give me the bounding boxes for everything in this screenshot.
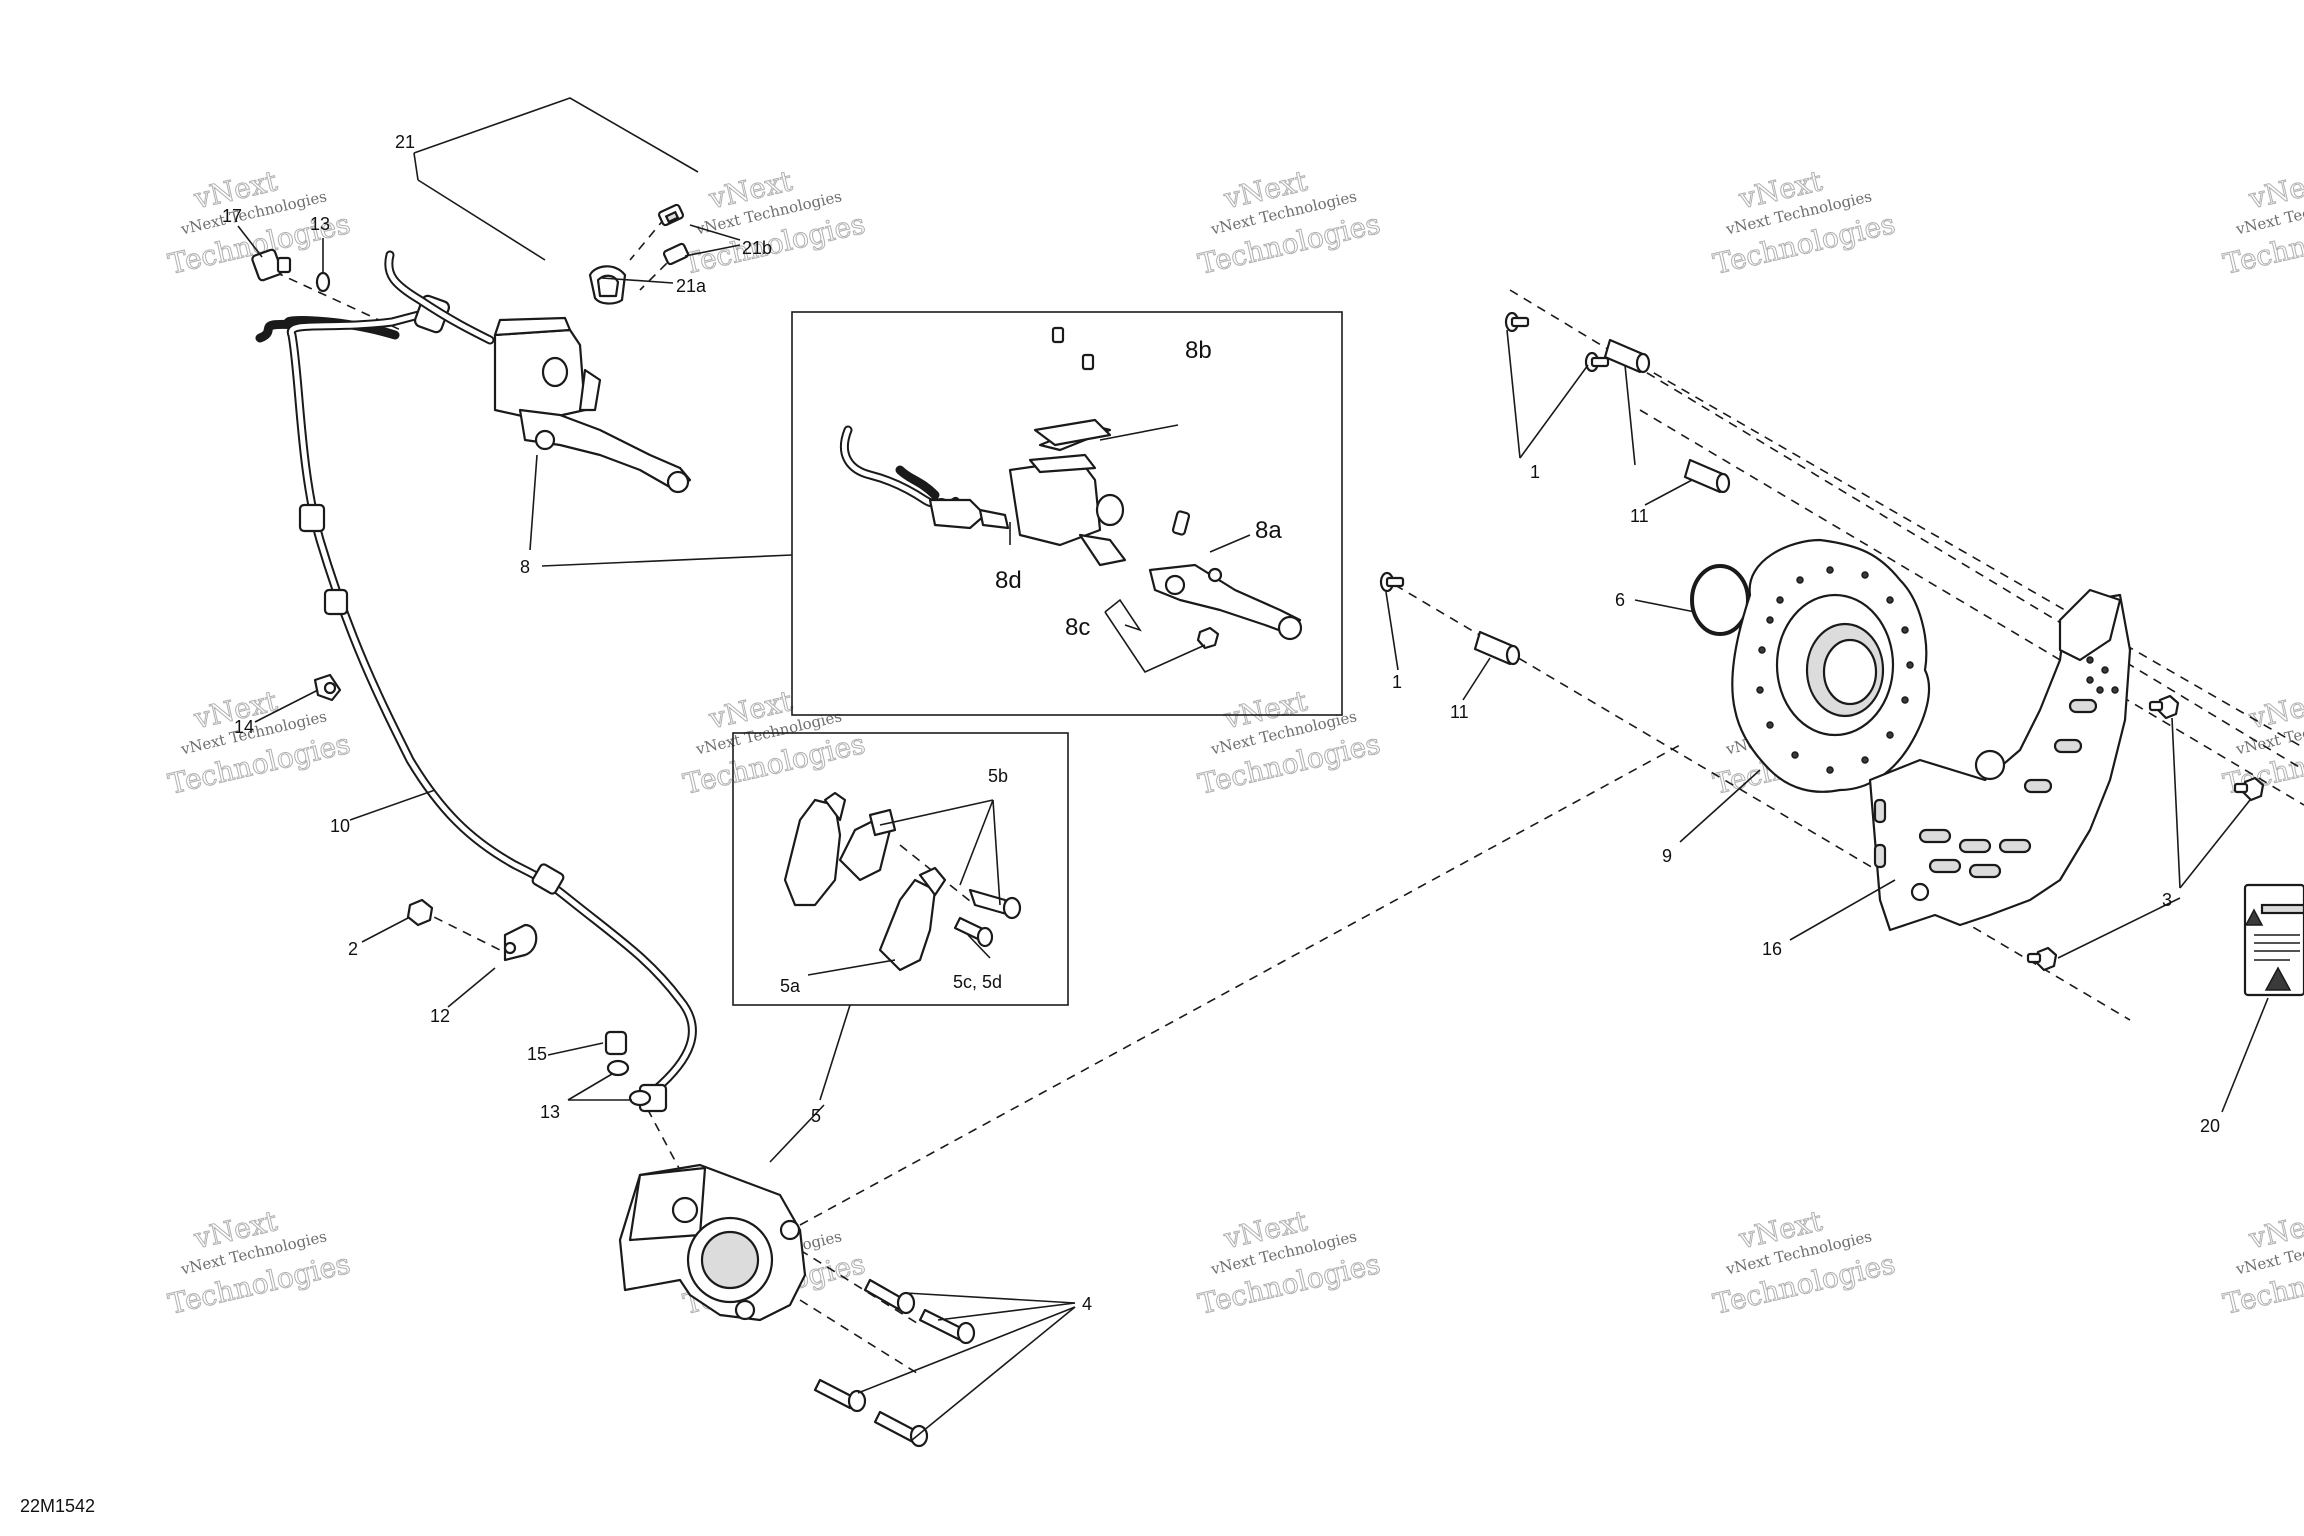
brake-caliper (618, 1163, 807, 1322)
watermark: vNext vNext Technologies Technologies (165, 1204, 354, 1322)
callout-17: 17 (222, 206, 242, 226)
watermark: vNext vNext Technologies Technologies (680, 684, 869, 802)
clamp-screws (657, 203, 690, 266)
callout-5: 5 (811, 1106, 821, 1126)
sealing-washer (315, 271, 331, 293)
callout-3: 3 (2162, 890, 2172, 910)
callout-13-top: 13 (310, 214, 330, 234)
callout-20: 20 (2200, 1116, 2220, 1136)
spacers (1473, 338, 1731, 666)
leader-lines (237, 97, 2269, 1441)
callout-8a: 8a (1255, 517, 1282, 544)
watermark: vNext vNext Technologies Technologies (1710, 164, 1899, 282)
diagram-code: 22M1542 (20, 1496, 95, 1516)
master-cylinder-detail (839, 326, 1303, 650)
handlebar-clamp (588, 265, 627, 305)
callout-10: 10 (330, 816, 350, 836)
callout-5a: 5a (780, 976, 801, 996)
brake-hose (255, 294, 697, 1113)
watermark-layer: vNext vNext Technologies Technologies vN… (165, 164, 2304, 1322)
banjo-bolt-15 (604, 1030, 628, 1056)
callout-1-bottom: 1 (1392, 672, 1402, 692)
master-cylinder-inset-box (791, 311, 1343, 716)
watermark: vNext vNext Technologies Technologies (2220, 164, 2304, 282)
callout-13-bottom: 13 (540, 1102, 560, 1122)
callout-11-top: 11 (1630, 506, 1649, 526)
callout-21a: 21a (676, 276, 707, 296)
watermark: vNext vNext Technologies Technologies (1195, 1204, 1384, 1322)
guard-bolts (2026, 694, 2265, 972)
warning-decal (2243, 883, 2304, 997)
callout-14: 14 (234, 717, 254, 737)
callout-5c-5d: 5c, 5d (953, 972, 1002, 992)
banjo-bolt (251, 248, 292, 282)
hose-clip-14 (313, 673, 342, 702)
callout-8b: 8b (1185, 337, 1212, 364)
sealing-washers (606, 1059, 652, 1107)
master-cylinder-assembly (384, 250, 692, 494)
watermark: vNext vNext Technologies Technologies (1195, 684, 1384, 802)
hose-clip-12 (503, 923, 538, 962)
callout-2: 2 (348, 939, 358, 959)
callout-8d: 8d (995, 567, 1022, 594)
callout-5b: 5b (988, 766, 1008, 786)
callout-21b: 21b (742, 238, 772, 258)
o-ring (1690, 564, 1750, 636)
callout-8: 8 (520, 557, 530, 577)
watermark: vNext vNext Technologies Technologies (1195, 164, 1384, 282)
callout-labels: 21 21b 21a 17 13 8 8b 8a 8d 8c 14 10 2 1… (222, 132, 2220, 1314)
callout-8c: 8c (1065, 614, 1090, 641)
nut-2 (406, 898, 434, 927)
callout-16: 16 (1762, 939, 1782, 959)
watermark: vNext vNext Technologies Technologies (2220, 1204, 2304, 1322)
watermark: vNext vNext Technologies Technologies (680, 164, 869, 282)
callout-4: 4 (1082, 1294, 1092, 1314)
disc-guard (1868, 588, 2132, 932)
brake-disc (1731, 538, 1931, 793)
callout-9: 9 (1662, 846, 1672, 866)
callout-6: 6 (1615, 590, 1625, 610)
brake-pads (783, 791, 1022, 972)
pins (1379, 311, 1610, 593)
callout-15: 15 (527, 1044, 547, 1064)
watermark: vNext vNext Technologies Technologies (1710, 1204, 1899, 1322)
caliper-bolts (813, 1278, 976, 1448)
brake-pads-inset-box (732, 732, 1069, 1006)
callout-11-bottom: 11 (1450, 702, 1469, 722)
callout-1-top: 1 (1530, 462, 1540, 482)
callout-12: 12 (430, 1006, 450, 1026)
callout-21: 21 (395, 132, 415, 152)
